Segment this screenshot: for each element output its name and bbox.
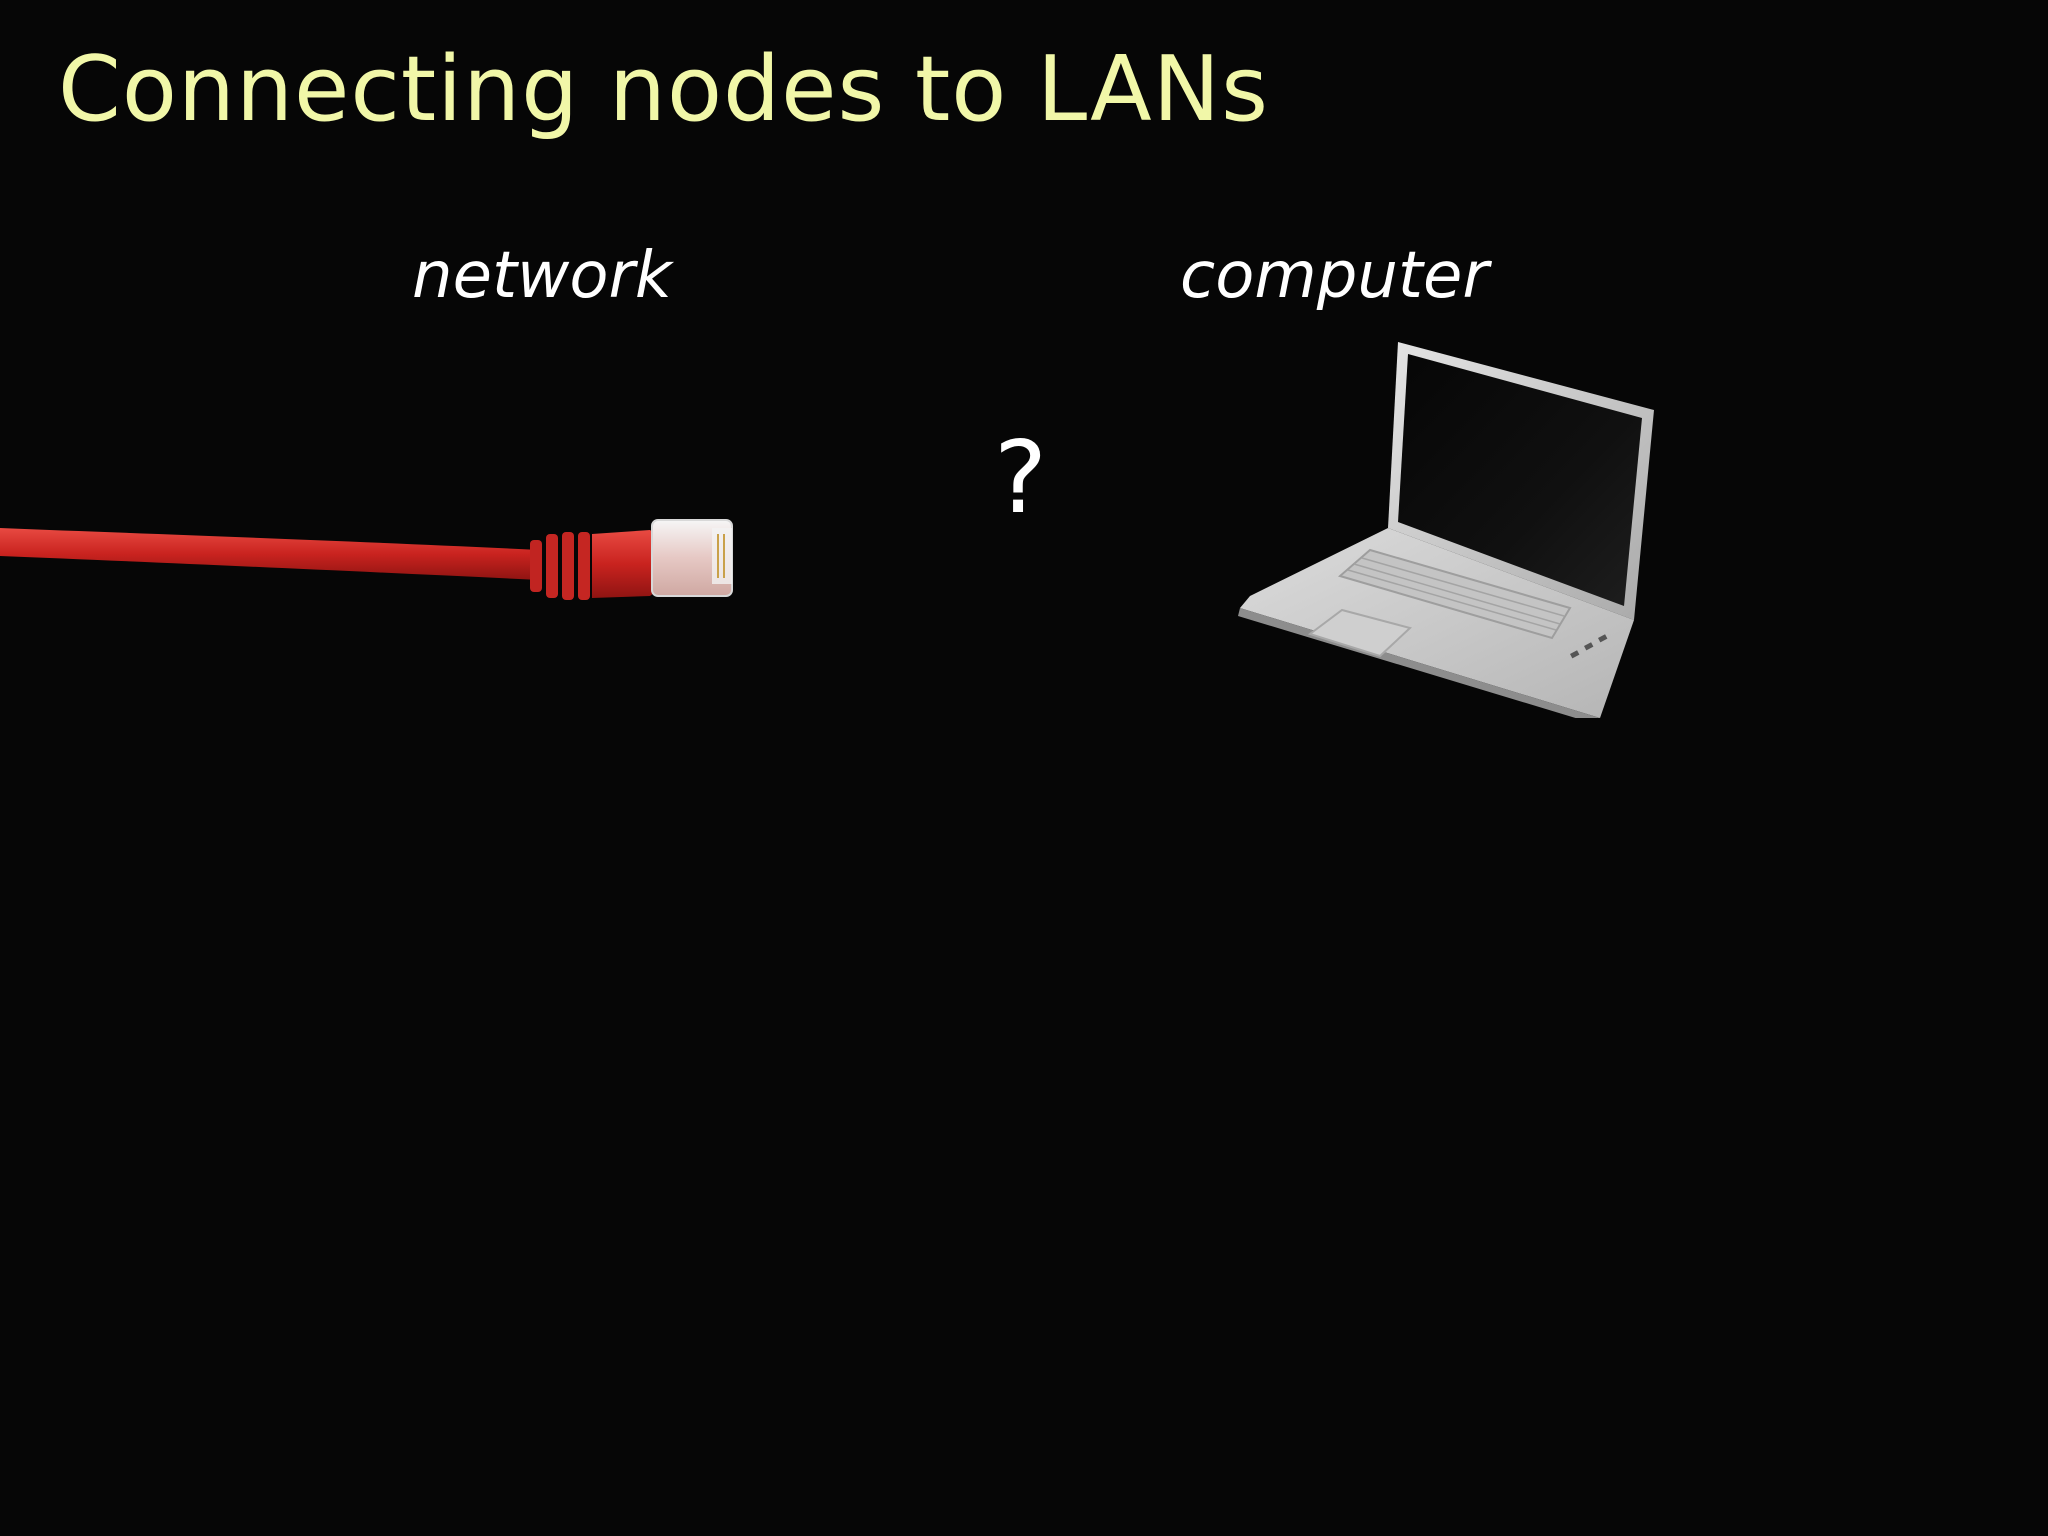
network-label: network	[412, 239, 672, 313]
question-mark: ?	[994, 419, 1048, 536]
laptop-icon	[1238, 342, 1654, 718]
slide-title: Connecting nodes to LANs	[58, 37, 1269, 142]
computer-label: computer	[1180, 239, 1489, 313]
ethernet-cable-icon	[0, 519, 733, 600]
